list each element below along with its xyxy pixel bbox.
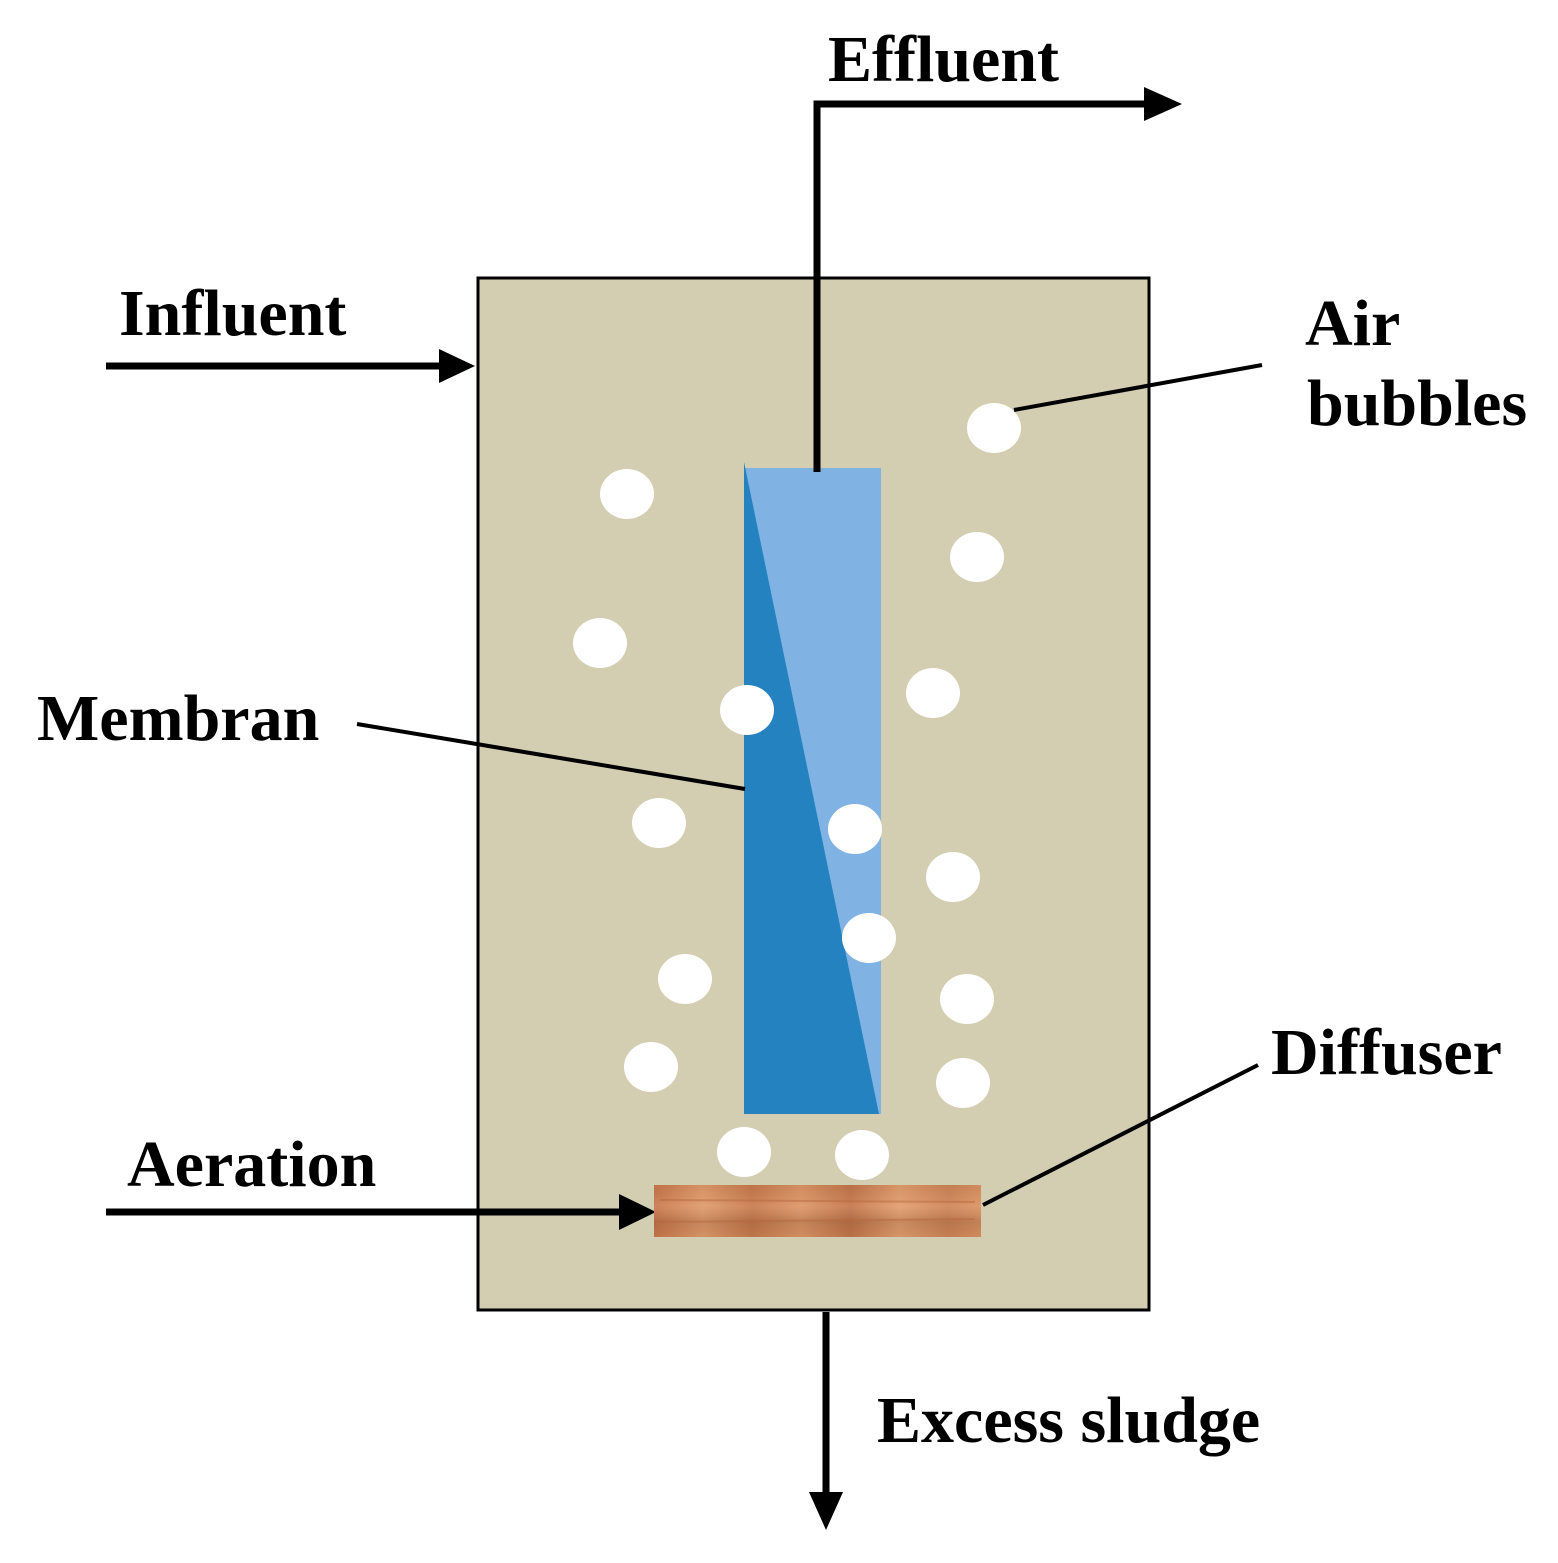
air-bubble [842,913,896,963]
air-bubble [717,1127,771,1177]
air-bubbles-leader [1013,363,1263,412]
air-bubble [573,618,627,668]
membran-label: Membran [37,682,319,755]
air-bubble [940,974,994,1024]
influent-arrowhead [439,349,475,383]
diffuser-label: Diffuser [1271,1016,1502,1089]
air-bubble [926,852,980,902]
membran-leader [356,722,746,791]
air-bubble [632,798,686,848]
effluent-pipe [813,100,1148,472]
aeration-label: Aeration [127,1128,376,1201]
air-bubbles-label-line1: Air [1305,287,1400,360]
excess-sludge-arrowhead [809,1492,843,1530]
air-bubble [720,685,774,735]
membrane-module [744,462,881,1114]
air-bubble [906,668,960,718]
aeration-arrowhead [619,1194,656,1230]
effluent-arrowhead [1144,87,1182,121]
air-bubble [967,403,1021,453]
air-bubble [624,1042,678,1092]
air-bubble [835,1130,889,1180]
air-bubble [828,804,882,854]
diffuser [654,1185,981,1237]
air-bubbles-label-line2: bubbles [1307,367,1527,440]
membrane-dark-face [744,462,879,1114]
air-bubble [950,532,1004,582]
air-bubble [600,469,654,519]
air-bubble [658,954,712,1004]
effluent-label: Effluent [828,23,1059,96]
air-bubbles [573,403,1021,1180]
excess-sludge-label: Excess sludge [877,1384,1260,1457]
diffuser-leader [982,1063,1259,1207]
air-bubble [936,1058,990,1108]
influent-label: Influent [119,277,346,350]
